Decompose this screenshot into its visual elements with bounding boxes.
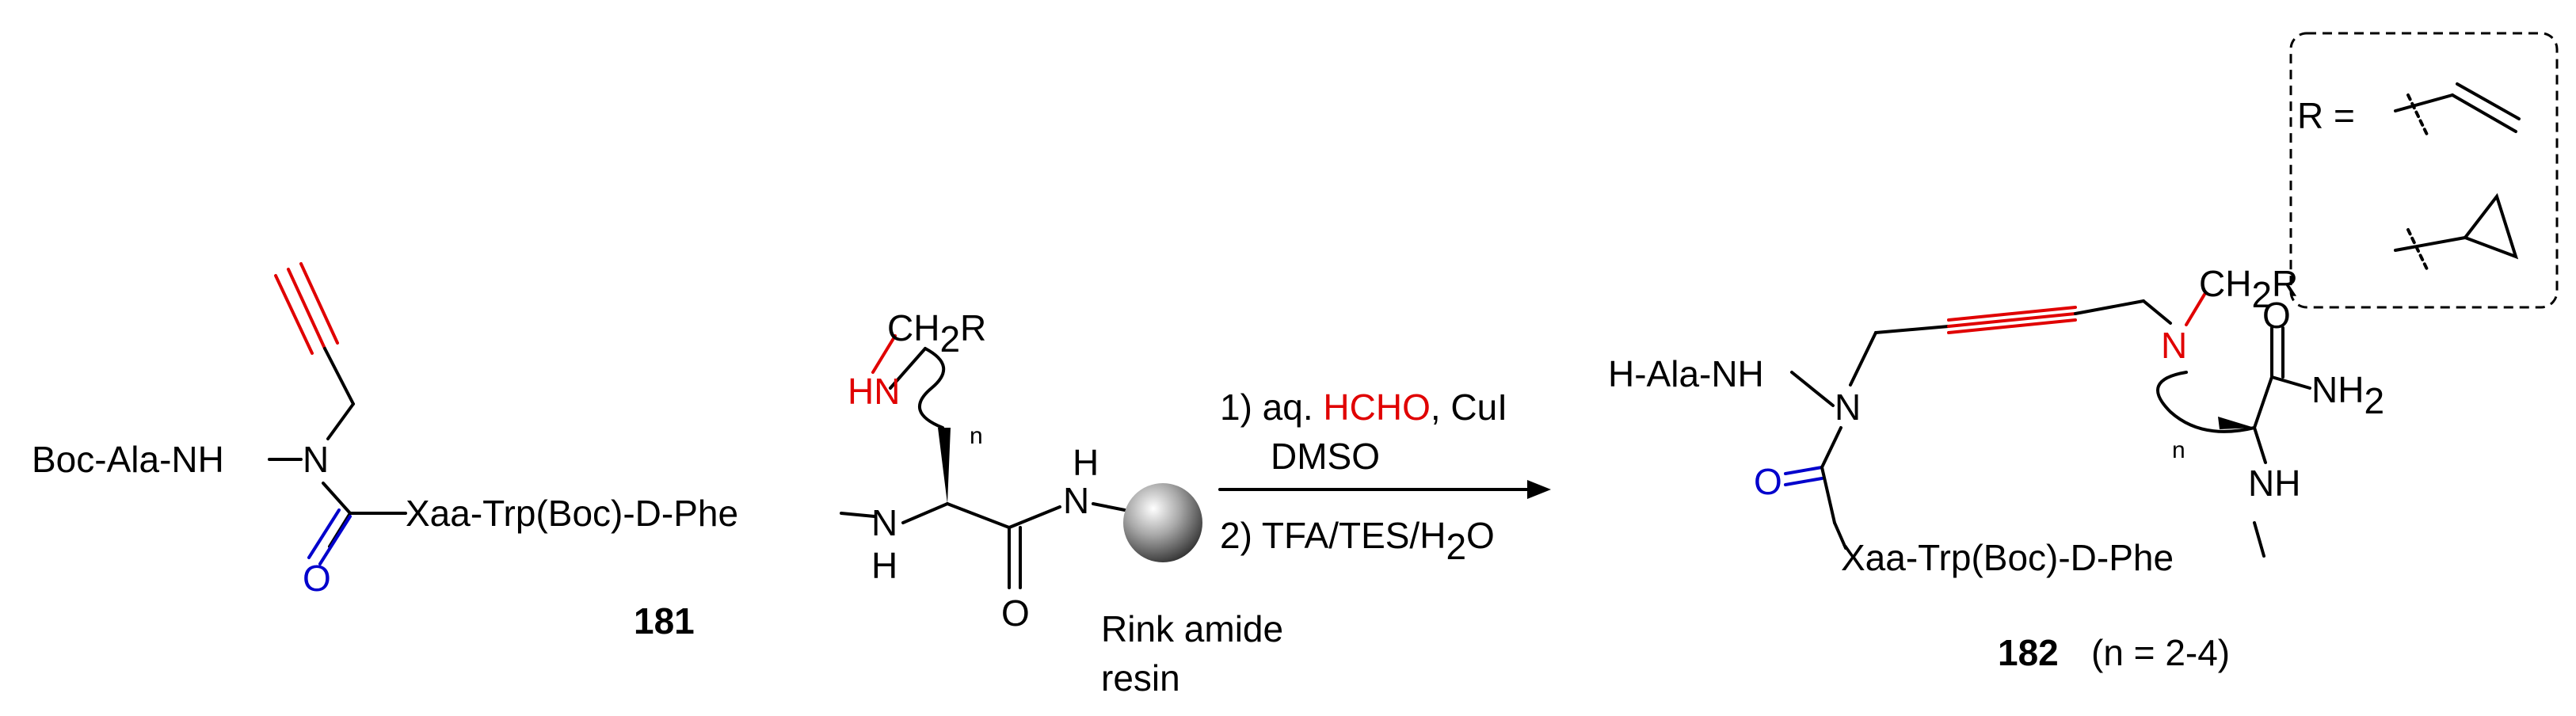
product-stereo-wedge <box>2218 417 2254 429</box>
product-n-index: n <box>2172 437 2185 463</box>
ch2r-ch-label: CH2R <box>887 307 986 360</box>
hn-label: HN <box>848 371 900 412</box>
step1-solvent-label: DMSO <box>1271 436 1380 477</box>
product-ch2r-label: CH2R <box>2199 263 2298 315</box>
peptide-chain-label: Xaa-Trp(Boc)-D-Phe <box>406 493 738 534</box>
cyclopropyl-group-icon <box>2394 192 2519 271</box>
product-n-range-label: (n = 2-4) <box>2091 632 2230 673</box>
stereo-wedge <box>938 428 951 504</box>
amide-n-label: N <box>871 502 897 543</box>
r-group-box <box>2289 32 2559 309</box>
amide-oxygen-label: O <box>1001 592 1030 634</box>
product-nitrogen-label: N <box>1835 387 1861 428</box>
product-182: H-Ala-NH N N CH2R O Xaa-Trp(Boc)-D-Phe N… <box>1608 263 2384 673</box>
product-amide-nh2-label: NH2 <box>2311 369 2384 421</box>
amide-h-label: H <box>871 545 897 586</box>
step2-label: 2) TFA/TES/H2O <box>1220 515 1495 567</box>
h-ala-nh-label: H-Ala-NH <box>1608 353 1764 394</box>
boc-ala-nh-label: Boc-Ala-NH <box>32 439 224 480</box>
resin-label-line2: resin <box>1101 657 1180 699</box>
reaction-conditions: 1) aq. HCHO, CuI DMSO 2) TFA/TES/H2O <box>1218 387 1551 567</box>
r-equals-label: R = <box>2297 95 2355 136</box>
resin-nh-h-label: H <box>1073 442 1099 483</box>
reactant-181: Boc-Ala-NH N O Xaa-Trp(Boc)-D-Phe N H O … <box>32 262 1283 699</box>
product-amide-oxygen-label: O <box>2262 295 2291 336</box>
vinyl-group-icon <box>2394 82 2521 136</box>
step1-label: 1) aq. HCHO, CuI <box>1220 387 1507 428</box>
product-carbonyl-oxygen-label: O <box>1754 461 1782 502</box>
resin-nh-n-label: N <box>1063 480 1089 521</box>
carbonyl-oxygen-label: O <box>303 558 331 599</box>
nitrogen-label: N <box>303 439 329 480</box>
compound-182-label: 182 <box>1998 632 2059 673</box>
resin-bead-icon <box>1123 483 1202 562</box>
side-chain-n-index: n <box>970 423 983 449</box>
arrow-head <box>1527 480 1551 499</box>
product-amine-n-label: N <box>2161 325 2187 366</box>
product-backbone-nh-label: NH <box>2248 463 2300 504</box>
compound-181-label: 181 <box>634 600 695 642</box>
r-group-legend: R = <box>2289 32 2559 309</box>
resin-label-line1: Rink amide <box>1101 608 1283 649</box>
product-peptide-chain-label: Xaa-Trp(Boc)-D-Phe <box>1841 537 2174 578</box>
